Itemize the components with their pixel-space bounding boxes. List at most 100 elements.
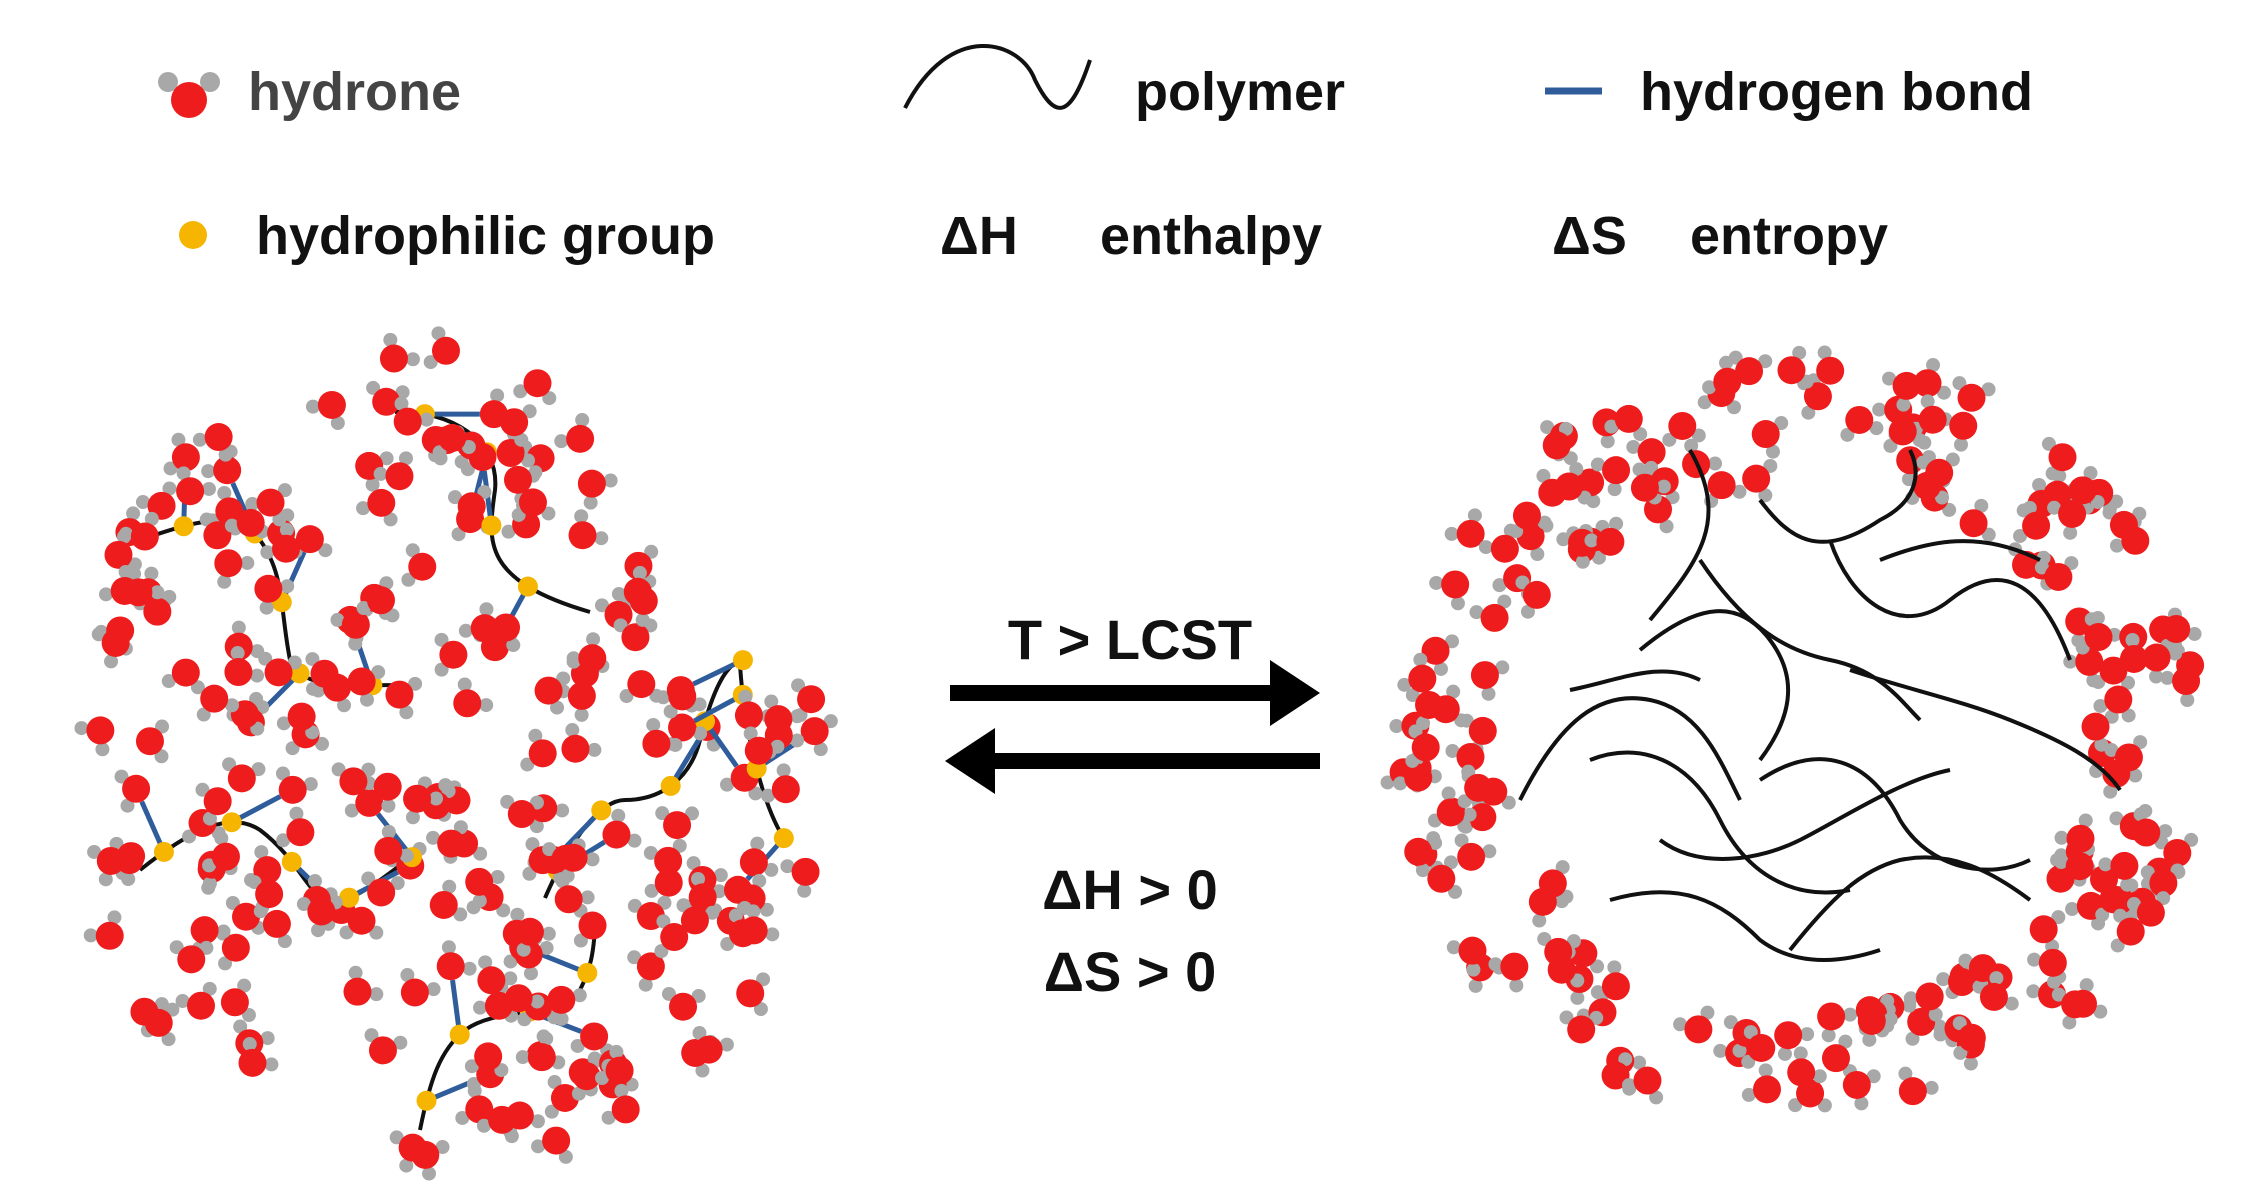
water-molecule [743,726,785,765]
reverse-arrow [945,728,1320,794]
water-molecule [547,985,587,1026]
water-molecule [1478,523,1519,563]
hydrophilic-group [577,962,598,983]
water-molecule [561,723,602,763]
hydrophilic-group [281,851,302,872]
polymer-chain [1648,449,1711,622]
water-molecule [98,564,139,605]
hydrophilic-group [773,828,794,849]
water-molecule [676,898,720,935]
water-molecule [331,762,376,796]
water-molecule [432,424,476,460]
water-molecule [260,522,301,563]
water-molecule [1538,860,1574,904]
water-molecule [1741,1025,1776,1069]
water-molecule [1454,833,1497,871]
water-molecule [426,820,468,858]
hydrophilic-group [221,812,242,833]
water-molecule [1431,684,1469,728]
hydrophilic-group [173,516,194,537]
water-molecule [364,1028,408,1065]
water-molecule [2154,832,2199,867]
water-molecule [1728,350,1773,386]
water-molecule [477,955,518,995]
water-molecule [556,681,596,722]
water-molecule [1882,371,1921,412]
water-molecule [220,978,256,1023]
water-molecule [161,658,205,695]
water-molecule [1952,1016,1986,1060]
hydrophilic-group [481,515,502,536]
water-molecule [1751,416,1789,459]
water-molecule [1488,952,1529,993]
water-molecule [222,757,266,793]
water-molecule [119,511,159,551]
water-molecule [663,682,707,719]
water-molecule [2102,505,2147,539]
water-molecule [2047,499,2087,540]
water-molecule [780,857,820,898]
water-molecule [1470,660,1510,701]
water-molecule [163,432,200,476]
water-molecule [2160,667,2201,707]
water-molecule [500,794,544,829]
water-molecule [739,904,780,945]
polymer-legend-icon [903,44,1092,110]
water-molecule [144,1002,180,1047]
water-molecule [87,844,125,887]
water-molecule [1913,358,1951,400]
water-molecule [389,1130,427,1173]
water-molecule [1429,570,1470,611]
water-molecule [114,769,151,813]
water-molecule [176,466,216,506]
water-molecule [2013,500,2051,543]
water-molecule [515,1031,556,1072]
transition-condition: T > LCST [1007,608,1253,671]
water-molecule [534,671,571,715]
water-molecule [465,867,505,908]
hydrophilic-group [153,841,174,862]
water-molecule [448,485,492,521]
legend-marks [158,44,1602,249]
water-molecule [2142,643,2183,684]
water-molecule [1444,508,1485,548]
polymer-chain [1788,855,2032,952]
water-molecule [91,627,130,669]
enthalpy-label: enthalpy [1100,206,1323,266]
water-molecule [643,838,687,875]
water-molecule [214,549,255,589]
water-molecule [2034,556,2079,591]
water-molecule [238,1037,279,1077]
water-molecule [2104,735,2148,772]
water-molecule [515,917,556,957]
water-molecule [595,1044,634,1086]
forward-arrow [950,660,1320,726]
water-molecule [1883,417,1927,453]
water-molecule [1898,1066,1939,1106]
water-molecule [1584,516,1625,556]
water-molecule [661,986,706,1021]
water-molecule [453,677,494,718]
hydrophilic-group [591,800,612,821]
water-molecule [356,488,398,527]
water-molecule [1622,1066,1664,1105]
water-molecule [458,602,499,643]
water-molecule [192,423,233,462]
water-molecule [1590,456,1631,497]
water-molecule [544,1075,579,1119]
water-molecule [1840,405,1884,442]
water-molecule [275,766,318,804]
water-molecule [343,965,384,1006]
polymer-chain [1569,669,1701,692]
water-molecule [385,676,423,720]
water-molecule [1959,498,1996,542]
water-molecule [1604,404,1648,442]
polymer-chain [1849,668,2122,792]
water-molecule [2132,807,2173,847]
water-molecule [1842,1069,1881,1111]
water-molecule [1817,1002,1858,1043]
water-molecule [764,694,805,734]
water-molecule [520,728,557,772]
hydrophilic-group [732,650,753,671]
water-molecule [1446,936,1487,977]
